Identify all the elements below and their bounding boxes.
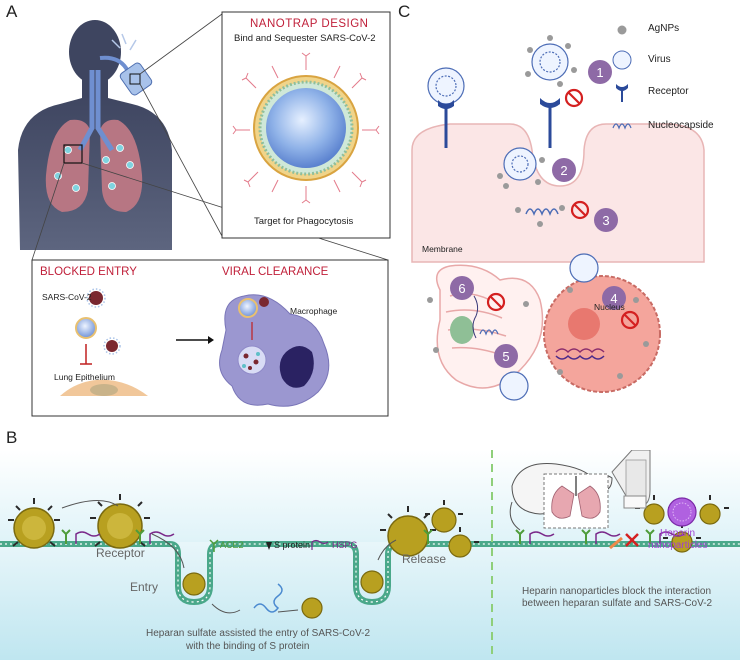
heparin-label-2: nanoparticles	[648, 540, 708, 551]
virus-icon	[643, 503, 665, 525]
step-2-marker	[552, 158, 576, 182]
panel-a-figure	[18, 11, 391, 417]
panel-label-c: C	[398, 2, 411, 21]
virus-particles	[13, 503, 721, 619]
cell-organelles	[427, 253, 661, 401]
block-icon	[570, 200, 590, 220]
human-silhouette	[18, 20, 172, 250]
legend-agnps: AgNPs	[648, 23, 680, 34]
caption-left-line-2: with the binding of S protein	[186, 641, 310, 652]
mouse-illustration	[509, 450, 651, 531]
macrophage-label: Macrophage	[290, 306, 338, 316]
step-1-number: 1	[596, 65, 603, 80]
virus-icon	[13, 507, 55, 549]
macrophage-illustration	[219, 294, 330, 407]
step-5-marker	[494, 344, 518, 368]
step-4-number: 4	[610, 291, 617, 306]
receptor-label: Receptor	[96, 546, 145, 560]
panel-c-figure: 1 2 3 4 5 6	[411, 25, 705, 401]
legend-virus: Virus	[648, 54, 671, 65]
step-6-number: 6	[458, 281, 465, 296]
blocked-entry-title: BLOCKED ENTRY	[40, 266, 137, 278]
block-icon	[620, 310, 640, 330]
virus-icon	[182, 572, 206, 596]
panel-c-legend	[612, 25, 632, 130]
heparin-nanoparticle	[667, 497, 697, 527]
release-label: Release	[402, 552, 447, 566]
virus-icon	[699, 503, 721, 525]
virus-icon	[301, 597, 323, 619]
virus-receptor-right	[525, 35, 577, 148]
panel-label-b: B	[6, 428, 18, 447]
blocked-entry-illustration	[60, 288, 148, 396]
step-5-number: 5	[502, 349, 509, 364]
step-markers	[450, 60, 626, 368]
heparin-label-1: Heparin	[660, 528, 696, 539]
step-6-marker	[450, 276, 474, 300]
lung-epithelium-label: Lung Epithelium	[54, 372, 115, 382]
virus-icon	[448, 534, 472, 558]
step-2-number: 2	[560, 163, 567, 178]
block-icons	[486, 88, 640, 330]
sars-cov-2-label: SARS-CoV-2	[42, 292, 92, 302]
nanotrap-particle	[232, 52, 380, 204]
step-1-marker	[588, 60, 612, 84]
viral-rna	[253, 583, 283, 613]
nanotrap-title: NANOTRAP DESIGN	[250, 18, 369, 30]
virus-icon	[360, 570, 384, 594]
virus-icon	[387, 515, 429, 557]
nanotrap-bottom-label: Target for Phagocytosis	[254, 216, 354, 227]
panel-b-figure	[0, 450, 740, 660]
nanotrap-subtitle: Bind and Sequester SARS-CoV-2	[234, 33, 376, 44]
caption-right-line-2: between heparan sulfate and SARS-CoV-2	[522, 598, 713, 609]
block-icon	[486, 292, 506, 312]
virus-receptor-left	[427, 67, 465, 148]
nucleus-label: Nucleus	[594, 302, 625, 312]
membrane-label: Membrane	[422, 244, 463, 254]
panel-label-a: A	[6, 2, 18, 21]
ace2-receptors	[61, 529, 655, 544]
caption-right-line-1: Heparin nanoparticles block the interact…	[522, 586, 711, 597]
virus-icon	[97, 503, 143, 549]
step-3-marker	[594, 208, 618, 232]
virus-icon	[431, 507, 457, 533]
legend-nucleocapside: Nucleocapside	[648, 120, 714, 131]
endocytosed-virus	[497, 147, 545, 189]
hspg-chains	[75, 531, 685, 544]
step-4-marker	[602, 286, 626, 310]
caption-left-line-1: Heparan sulfate assisted the entry of SA…	[146, 628, 371, 639]
legend-hspg: HSPG	[332, 540, 358, 550]
entry-label: Entry	[130, 580, 159, 594]
legend-s-protein: S protein	[274, 540, 311, 550]
panel-b-legend	[209, 539, 329, 552]
legend-receptor: Receptor	[648, 86, 689, 97]
block-icon	[564, 88, 584, 108]
nucleocapsid-free	[525, 208, 559, 217]
viral-clearance-title: VIRAL CLEARANCE	[222, 266, 329, 278]
step-3-number: 3	[602, 213, 609, 228]
legend-ace2: ACE2	[220, 540, 244, 550]
virus-icon	[671, 531, 693, 553]
blocked-x-icon	[625, 533, 639, 547]
